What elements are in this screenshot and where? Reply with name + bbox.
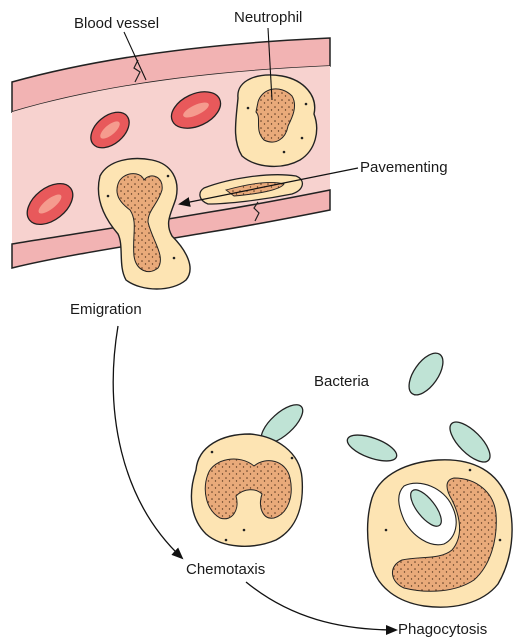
label-chemotaxis: Chemotaxis bbox=[186, 562, 265, 577]
label-pavementing: Pavementing bbox=[360, 160, 448, 175]
label-emigration: Emigration bbox=[70, 302, 142, 317]
label-blood-vessel: Blood vessel bbox=[74, 16, 159, 31]
chemotaxis-neutrophil bbox=[191, 434, 302, 546]
label-neutrophil: Neutrophil bbox=[234, 10, 302, 25]
chemotaxis-to-phagocytosis-arrow bbox=[246, 582, 396, 630]
bacterium bbox=[344, 430, 400, 467]
bacteria-group bbox=[255, 347, 496, 468]
label-bacteria: Bacteria bbox=[314, 374, 369, 389]
emigration-to-chemotaxis-arrow bbox=[113, 326, 182, 558]
bacterium bbox=[402, 347, 449, 400]
label-phagocytosis: Phagocytosis bbox=[398, 622, 487, 637]
neutrophil-in-vessel bbox=[236, 75, 317, 166]
phagocytosing-neutrophil bbox=[368, 460, 513, 607]
